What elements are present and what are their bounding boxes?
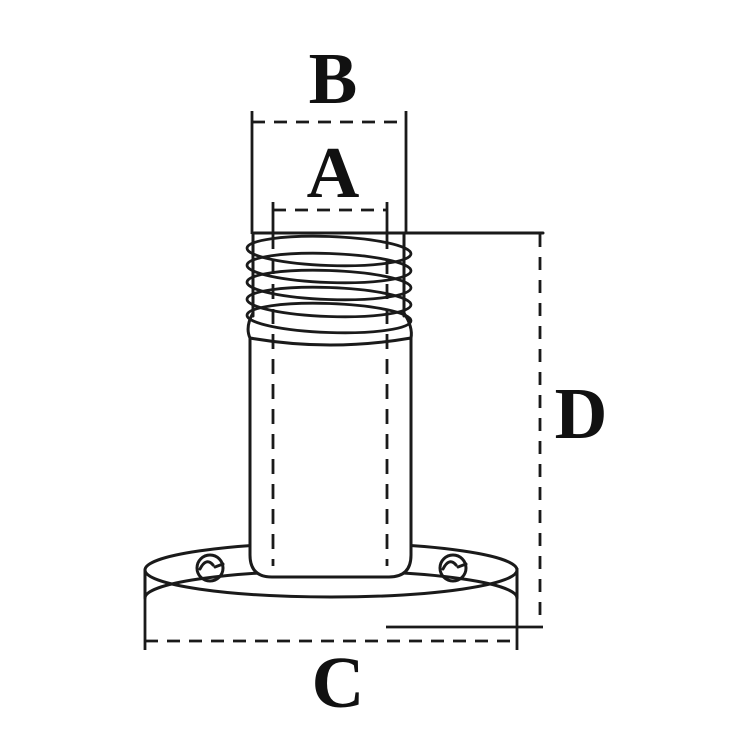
screw-hole-left xyxy=(195,553,225,583)
dimension-b: B xyxy=(250,38,408,234)
dim-a-label: A xyxy=(307,132,360,213)
dimension-c: C xyxy=(143,568,519,723)
thread-coils xyxy=(245,234,413,335)
dimension-d: D xyxy=(386,234,608,629)
screw-hole-left-circle xyxy=(195,553,225,583)
screw-slot-right-icon xyxy=(441,560,468,571)
thread-coil xyxy=(245,251,413,285)
dimension-a: A xyxy=(271,132,389,234)
dim-b-label: B xyxy=(309,38,358,119)
thread-coil xyxy=(245,268,413,302)
screw-slot-left-icon xyxy=(198,560,225,571)
dim-d-label: D xyxy=(555,373,608,454)
dim-c-label: C xyxy=(312,642,365,723)
screw-hole-right-circle xyxy=(438,553,468,583)
body-outline xyxy=(248,336,413,579)
thread-coil xyxy=(245,234,413,268)
body-cylinder xyxy=(248,336,413,579)
screw-hole-right xyxy=(438,553,468,583)
thread-coil xyxy=(245,285,413,319)
hidden-bore-lines xyxy=(271,234,389,566)
thread-coil xyxy=(245,301,413,335)
